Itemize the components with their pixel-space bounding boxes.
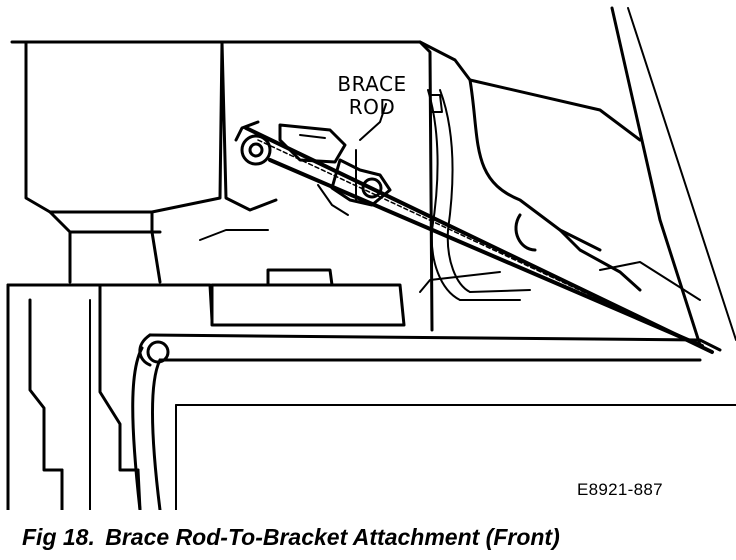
caption-number: Fig 18. [22,524,95,550]
callout-leader-line [359,103,387,141]
figure-caption: Fig 18. Brace Rod-To-Bracket Attachment … [22,524,722,551]
oil-pan-housing [131,333,736,510]
callout-label-rod: ROD [348,95,396,119]
bracket-base [199,229,501,327]
brace-rod [234,120,714,354]
brace-rod-bracket [278,103,392,216]
hoses [427,89,701,301]
figure-id: E8921-887 [577,480,663,499]
callout-label-brace: BRACE [337,72,407,96]
body-panel [418,6,736,347]
technical-illustration [6,6,736,510]
caption-title: Brace Rod-To-Bracket Attachment (Front) [105,524,560,550]
